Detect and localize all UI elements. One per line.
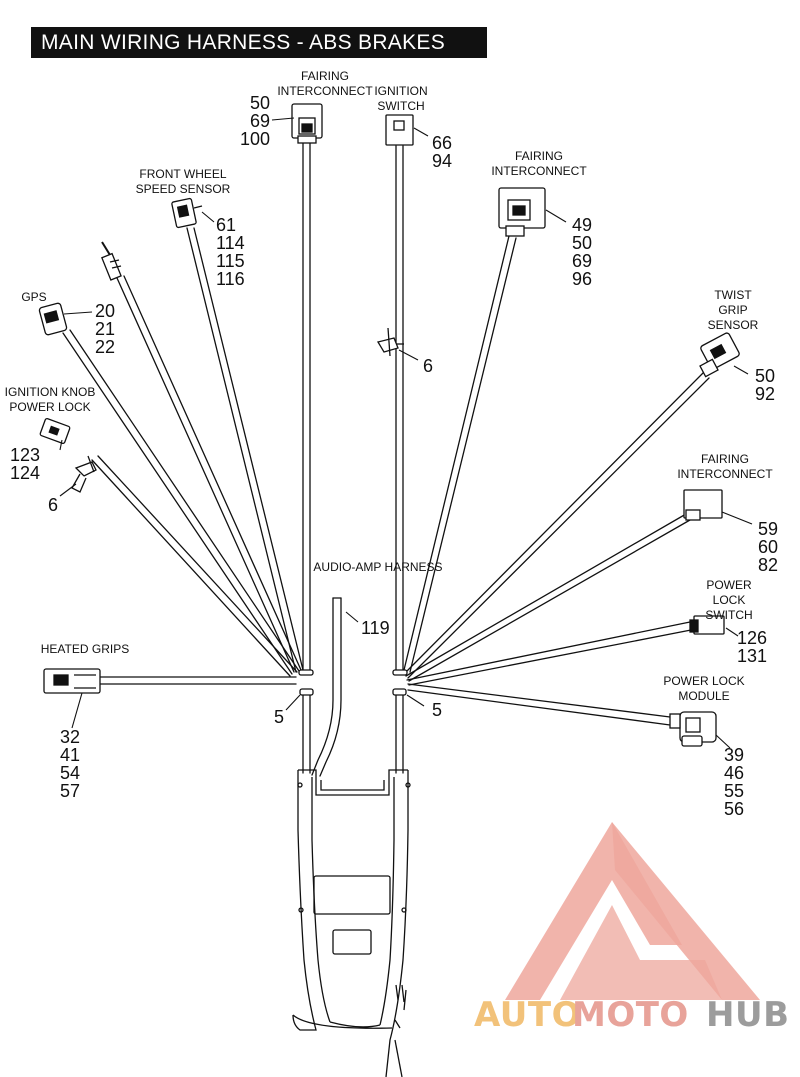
connector-power-lock-module (669, 711, 717, 747)
callout-clip-center: 6 (423, 356, 434, 376)
refs-power-lock-module: 39 46 55 56 (724, 745, 745, 819)
title-bar: MAIN WIRING HARNESS - ABS BRAKES (31, 27, 487, 58)
label-fairing-interconnect-lower: FAIRING INTERCONNECT (677, 452, 773, 481)
clip-left (71, 455, 97, 493)
wire-power-lock-switch (406, 621, 692, 686)
watermark-logo: AUTO MOTO HUB (474, 822, 789, 1035)
wire-fairing-lower (405, 513, 691, 682)
wire-audio-amp (311, 597, 342, 777)
callout-tie-left: 5 (274, 707, 285, 727)
refs-twist-grip-sensor: 50 92 (755, 366, 776, 404)
watermark-auto: AUTO (474, 995, 581, 1035)
connector-power-lock-switch (689, 615, 725, 635)
wire-power-lock-module (407, 683, 671, 726)
refs-ignition-knob-power-lock: 123 124 (10, 445, 41, 483)
refs-power-lock-switch: 126 131 (737, 628, 768, 666)
refs-fairing-interconnect-top: 50 69 100 (240, 93, 271, 149)
connector-heated-grips (43, 668, 101, 694)
leader-lines (59, 117, 753, 749)
harness-trunk (292, 769, 411, 1077)
refs-audio-amp-harness: 119 (361, 618, 390, 638)
clip-center (376, 327, 404, 357)
watermark-hub: HUB (706, 995, 789, 1035)
antenna-connector (101, 241, 122, 281)
connector-fairing-top (291, 103, 323, 144)
tie-wraps (298, 669, 408, 696)
wire-antenna (116, 275, 302, 673)
label-audio-amp-harness: AUDIO-AMP HARNESS (313, 560, 443, 574)
label-fairing-interconnect-top: FAIRING INTERCONNECT (277, 69, 373, 98)
wires (62, 141, 710, 777)
label-front-wheel-speed-sensor: FRONT WHEEL SPEED SENSOR (135, 167, 231, 196)
connectors (38, 103, 740, 747)
label-ignition-knob-power-lock: IGNITION KNOB POWER LOCK (4, 385, 96, 414)
wire-fairing-top (302, 141, 311, 673)
callout-tie-right: 5 (432, 700, 443, 720)
label-power-lock-switch: POWER LOCK SWITCH (705, 578, 753, 622)
watermark-moto: MOTO (572, 995, 689, 1035)
label-twist-grip-sensor: TWIST GRIP SENSOR (707, 288, 759, 332)
refs-front-wheel-speed-sensor: 61 114 115 116 (216, 215, 245, 289)
label-ignition-switch: IGNITION SWITCH (374, 84, 428, 113)
wire-heated-grips (97, 676, 297, 685)
connector-ignition-switch (385, 114, 414, 146)
page-title: MAIN WIRING HARNESS - ABS BRAKES (41, 31, 446, 54)
wire-front-wheel-sensor (186, 227, 304, 673)
connector-ignition-knob (39, 418, 71, 444)
label-power-lock-module: POWER LOCK MODULE (663, 674, 745, 703)
refs-ignition-switch: 66 94 (432, 133, 453, 171)
label-gps: GPS (21, 290, 47, 304)
connector-front-wheel (171, 197, 203, 229)
connector-twist-grip (699, 332, 740, 378)
connector-fairing-lower (683, 489, 723, 521)
wire-fairing-right (403, 235, 517, 673)
wire-twist-grip (403, 371, 710, 679)
refs-fairing-interconnect-lower: 59 60 82 (758, 519, 779, 575)
refs-fairing-interconnect-right: 49 50 69 96 (572, 215, 593, 289)
label-fairing-interconnect-right: FAIRING INTERCONNECT (491, 149, 587, 178)
wire-gps (62, 329, 300, 675)
wire-ignition-switch (395, 145, 404, 673)
wire-ignition-knob (91, 455, 298, 677)
refs-heated-grips: 32 41 54 57 (60, 727, 81, 801)
callout-clip-left: 6 (48, 495, 59, 515)
refs-gps: 20 21 22 (95, 301, 116, 357)
connector-gps (38, 302, 68, 336)
connector-fairing-right (498, 187, 546, 237)
label-heated-grips: HEATED GRIPS (40, 642, 130, 656)
